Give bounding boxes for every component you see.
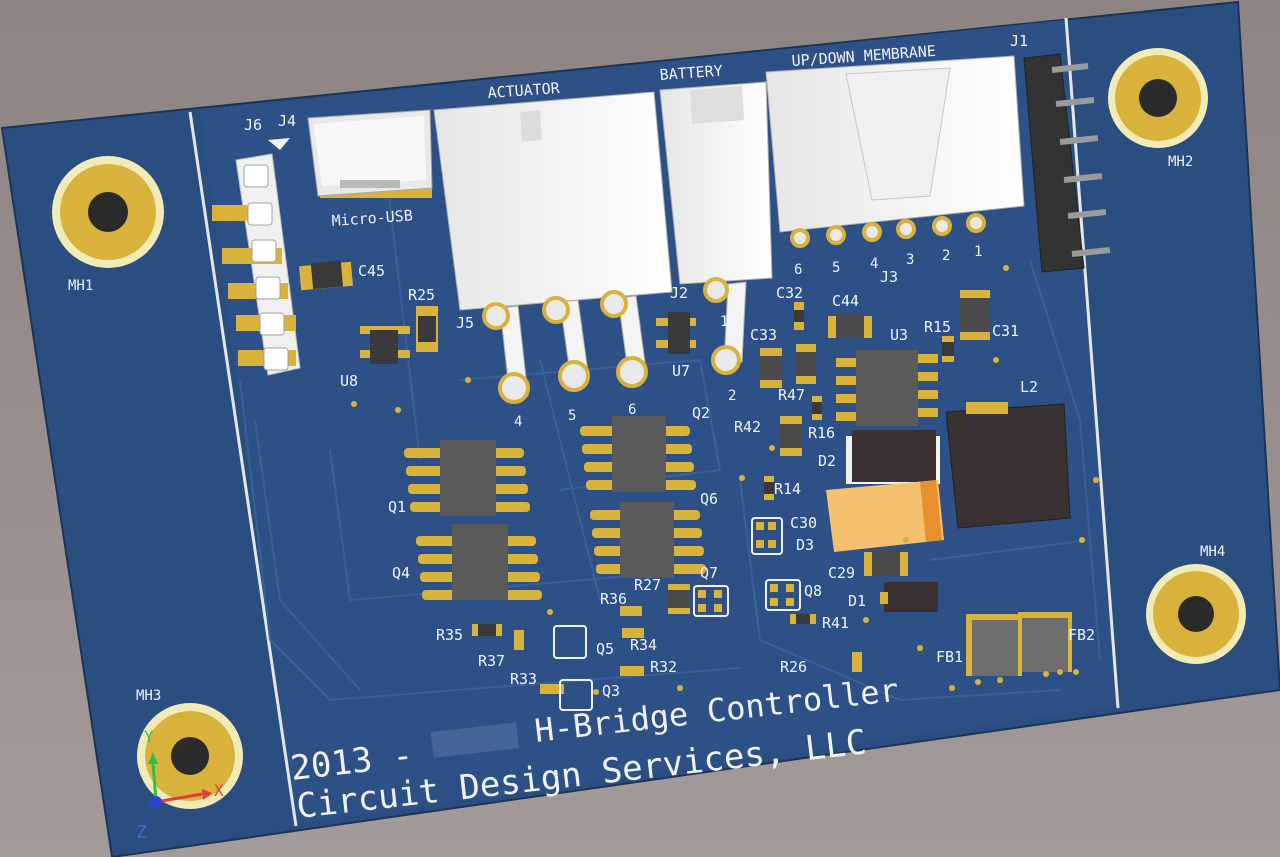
label-c33: C33 <box>750 326 777 344</box>
label-u8: U8 <box>340 372 358 390</box>
label-q4: Q4 <box>392 564 410 582</box>
label-q8: Q8 <box>804 582 822 600</box>
label-c32: C32 <box>776 284 803 302</box>
j3-pin-6: 6 <box>794 262 802 278</box>
capacitor-c45 <box>299 260 353 291</box>
j3-pin-4: 4 <box>870 256 878 272</box>
label-j4: J4 <box>278 112 296 130</box>
label-c29: C29 <box>828 564 855 582</box>
pin-header-j1 <box>1023 53 1111 273</box>
label-r16: R16 <box>808 424 835 442</box>
label-c31: C31 <box>992 322 1019 340</box>
label-r32: R32 <box>650 658 677 676</box>
label-mh1: MH1 <box>68 278 93 294</box>
actuator-connector-j5[interactable] <box>433 91 673 404</box>
label-j2: J2 <box>670 284 688 302</box>
label-j1: J1 <box>1010 32 1028 50</box>
label-r47: R47 <box>778 386 805 404</box>
resistor-r25 <box>416 306 438 352</box>
label-c44: C44 <box>832 292 859 310</box>
mosfet-q1 <box>404 440 530 516</box>
diode-d1 <box>880 582 938 612</box>
ferrite-beads <box>966 612 1072 676</box>
label-j5: J5 <box>456 314 474 332</box>
label-q1: Q1 <box>388 498 406 516</box>
label-l2: L2 <box>1020 378 1038 396</box>
label-r36: R36 <box>600 590 627 608</box>
j3-pin-2: 2 <box>942 248 950 264</box>
battery-label: BATTERY <box>659 62 723 84</box>
micro-usb-connector-j4[interactable] <box>307 109 433 198</box>
label-r15: R15 <box>924 318 951 336</box>
label-d2: D2 <box>818 452 836 470</box>
mounting-hole-mh3 <box>137 703 243 809</box>
label-u7: U7 <box>672 362 690 380</box>
axis-x-label: X <box>214 781 224 800</box>
membrane-connector-j3[interactable] <box>765 55 1025 248</box>
label-j3: J3 <box>880 268 898 286</box>
label-c30: C30 <box>790 514 817 532</box>
pin-numbers: 6 5 4 3 2 1 4 5 6 1 2 <box>514 244 982 430</box>
mosfet-q4 <box>416 524 542 600</box>
label-q3: Q3 <box>602 682 620 700</box>
label-c45: C45 <box>358 262 385 280</box>
vias <box>351 265 1099 695</box>
label-q7: Q7 <box>700 564 718 582</box>
diode-d3 <box>826 480 944 552</box>
label-fb1: FB1 <box>936 648 963 666</box>
j2-pin-2: 2 <box>728 388 736 404</box>
label-mh3: MH3 <box>136 688 161 704</box>
silkscreen-labels: MH1 MH2 MH3 MH4 J6 J4 J1 J5 J2 J3 C45 R2… <box>68 32 1225 704</box>
inductor-l2 <box>945 402 1071 529</box>
battery-connector-j2[interactable] <box>659 81 773 375</box>
label-r42: R42 <box>734 418 761 436</box>
mosfet-q2 <box>580 416 696 492</box>
label-q2: Q2 <box>692 404 710 422</box>
mounting-hole-mh1 <box>52 156 164 268</box>
label-j6: J6 <box>244 116 262 134</box>
j5-pin-5: 5 <box>568 408 576 424</box>
label-r14: R14 <box>774 480 801 498</box>
label-r41: R41 <box>822 614 849 632</box>
mounting-hole-mh4 <box>1146 564 1246 664</box>
ic-u3 <box>836 350 938 426</box>
axis-triad: X Y Z <box>136 727 224 843</box>
diode-d2 <box>846 430 940 484</box>
label-q5: Q5 <box>596 640 614 658</box>
j3-pin-1: 1 <box>974 244 982 260</box>
label-mh2: MH2 <box>1168 154 1193 170</box>
j5-pin-6: 6 <box>628 402 636 418</box>
j5-pin-4: 4 <box>514 414 522 430</box>
label-r37: R37 <box>478 652 505 670</box>
label-r34: R34 <box>630 636 657 654</box>
label-mh4: MH4 <box>1200 544 1225 560</box>
usb-label: Micro-USB <box>331 206 413 230</box>
mounting-hole-mh2 <box>1108 48 1208 148</box>
axis-y-label: Y <box>144 727 154 746</box>
mosfet-q6 <box>590 502 706 578</box>
label-r25: R25 <box>408 286 435 304</box>
label-r35: R35 <box>436 626 463 644</box>
axis-z-label: Z <box>136 822 147 843</box>
pin-header-j6 <box>212 138 301 376</box>
j2-pin-1: 1 <box>720 314 728 330</box>
actuator-label: ACTUATOR <box>487 79 561 102</box>
j3-pin-5: 5 <box>832 260 840 276</box>
regulator-u8 <box>360 326 410 364</box>
label-d1: D1 <box>848 592 866 610</box>
small-smd-parts <box>472 290 990 711</box>
label-q6: Q6 <box>700 490 718 508</box>
label-r26: R26 <box>780 658 807 676</box>
label-u3: U3 <box>890 326 908 344</box>
label-r27: R27 <box>634 576 661 594</box>
label-r33: R33 <box>510 670 537 688</box>
label-d3: D3 <box>796 536 814 554</box>
j3-pin-3: 3 <box>906 252 914 268</box>
redacted-name <box>430 722 519 758</box>
regulator-u7 <box>656 312 696 354</box>
label-fb2: FB2 <box>1068 626 1095 644</box>
